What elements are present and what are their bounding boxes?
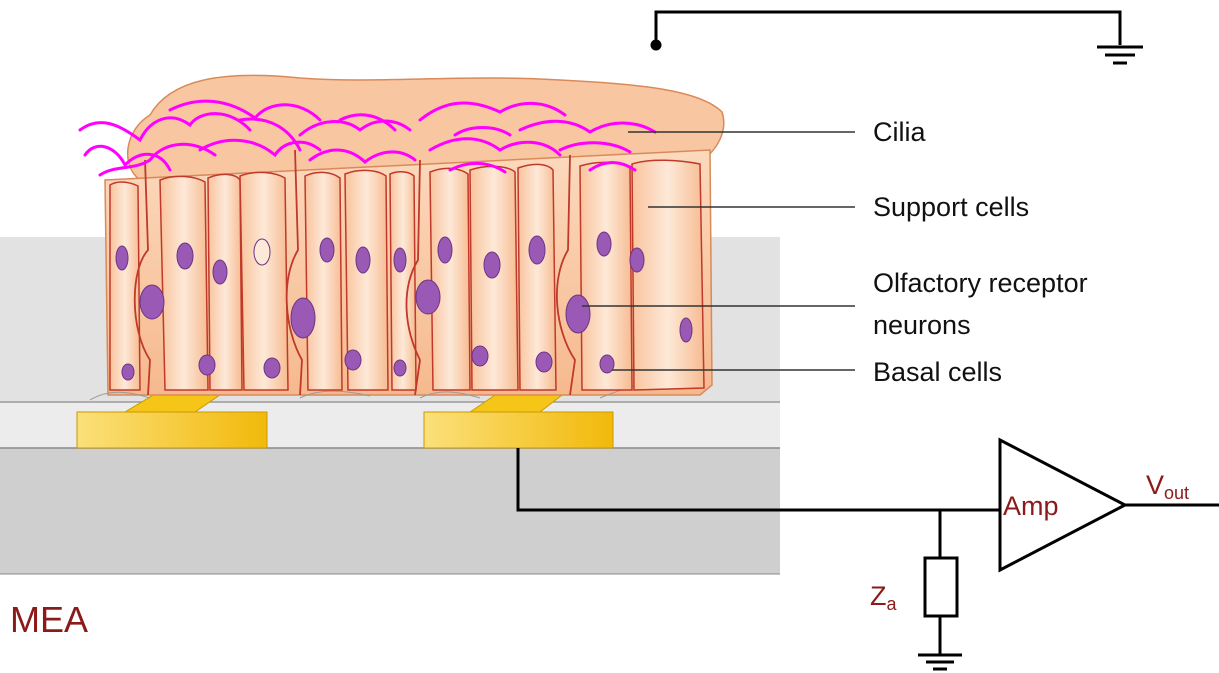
label-olfactory-line2: neurons: [873, 310, 971, 340]
label-za: Za: [870, 581, 898, 614]
label-amp: Amp: [1003, 491, 1059, 521]
label-vout: Vout: [1146, 470, 1189, 503]
label-vout-sub: out: [1164, 483, 1189, 503]
top-ground-wire: [652, 12, 1120, 49]
electrode-1: [77, 412, 267, 448]
label-olfactory-line1: Olfactory receptor: [873, 268, 1088, 298]
olfactory-epithelium: [80, 75, 724, 400]
electrode-2: [424, 412, 613, 448]
label-za-main: Z: [870, 581, 887, 611]
label-vout-main: V: [1146, 470, 1164, 500]
support-cells: [110, 160, 704, 390]
label-support-cells: Support cells: [873, 192, 1029, 222]
label-cilia: Cilia: [873, 117, 926, 147]
ground-symbol-top: [1097, 47, 1143, 63]
wire-junction-dot: [652, 41, 660, 49]
label-za-sub: a: [887, 594, 898, 614]
impedance-resistor: [925, 558, 957, 616]
label-basal-cells: Basal cells: [873, 357, 1002, 387]
ground-symbol-bottom: [918, 655, 962, 669]
label-mea: MEA: [10, 599, 88, 640]
